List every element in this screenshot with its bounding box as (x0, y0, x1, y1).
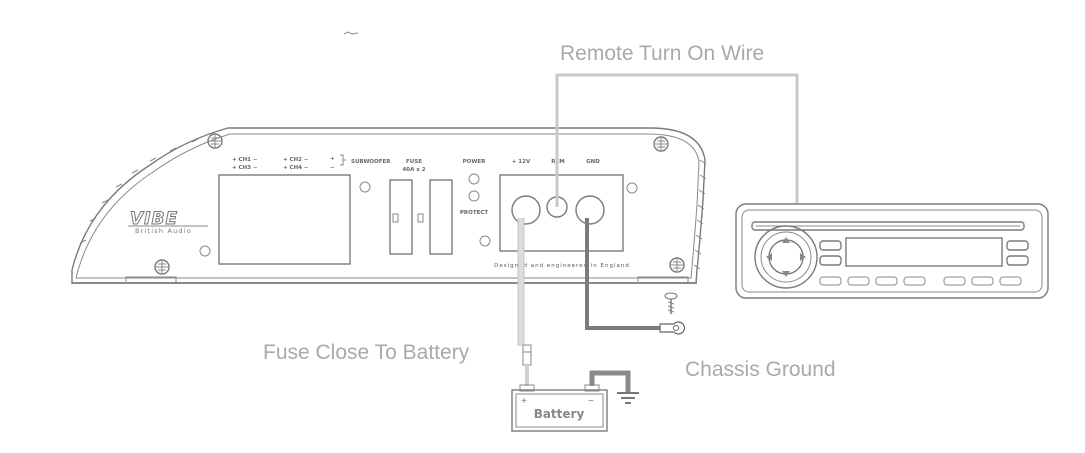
amplifier: VIBE British Audio + CH1 − + CH3 − + CH2… (71, 127, 707, 284)
foot-right (637, 276, 689, 283)
knob-arrows-icon (766, 237, 806, 277)
power-wire (517, 218, 532, 386)
cd-slot (751, 221, 1025, 231)
head-unit-faceplate (741, 209, 1043, 293)
display-window (845, 237, 1003, 267)
button-left-bottom (819, 255, 842, 266)
label-sub-plus: + (330, 156, 335, 162)
ground-screw-icon (664, 292, 678, 314)
power-terminal-block (499, 174, 624, 252)
terminal-gnd (575, 195, 605, 225)
button-left-top (819, 240, 842, 251)
brand-subtitle: British Audio (135, 227, 192, 235)
label-designed: Designed and engineered in England (494, 263, 630, 269)
battery: + − Battery (511, 370, 639, 432)
head-unit (735, 203, 1049, 299)
label-sub-minus: − (330, 165, 335, 171)
fuse-slot-2 (429, 179, 453, 255)
label-fuse-rating: 40A x 2 (402, 167, 425, 173)
earth-ground-icon (617, 392, 639, 404)
ring-terminal-icon (659, 321, 685, 335)
label-gnd: GND (586, 159, 600, 165)
protect-led (468, 190, 480, 202)
screw-icon (669, 257, 685, 273)
battery-inner (515, 393, 604, 428)
label-fuse: FUSE (406, 159, 422, 165)
volume-knob-ring (760, 231, 812, 283)
mount-hole (359, 181, 371, 193)
label-ch3: + CH3 − (232, 165, 258, 171)
stray-mark (343, 31, 359, 35)
screw-icon (207, 133, 223, 149)
sub-bracket (340, 154, 346, 166)
ground-wire (585, 218, 685, 335)
button-right-bottom (1006, 255, 1029, 266)
preset-button (875, 276, 898, 286)
label-power: POWER (463, 159, 487, 165)
foot-left (125, 276, 177, 283)
battery-minus-sign: − (588, 396, 594, 407)
fuse-clip (392, 213, 399, 223)
fuse-slot-1 (389, 179, 413, 255)
fuse-clip (417, 213, 424, 223)
preset-button (903, 276, 926, 286)
heatsink-fins-right (693, 159, 707, 270)
head-unit-body (735, 203, 1049, 299)
label-ch1: + CH1 − (232, 157, 258, 163)
label-subwoofer: SUBWOOFER (351, 159, 391, 165)
heatsink-fins-left (79, 138, 199, 244)
preset-button (847, 276, 870, 286)
label-fuse-close: Fuse Close To Battery (263, 341, 470, 364)
preset-button (943, 276, 966, 286)
battery-ground-strap (589, 370, 631, 392)
amplifier-inner-edge (75, 133, 700, 279)
preset-button (999, 276, 1022, 286)
battery-outer (511, 389, 608, 432)
label-chassis-ground: Chassis Ground (685, 358, 836, 381)
battery-plus-sign: + (521, 396, 527, 407)
label-remote-turn-on: Remote Turn On Wire (560, 42, 764, 65)
label-protect: PROTECT (460, 210, 488, 216)
mount-hole (626, 182, 638, 194)
label-ch2: + CH2 − (283, 157, 309, 163)
battery-label: Battery (534, 407, 585, 421)
amplifier-body (71, 127, 706, 284)
label-ch4: + CH4 − (283, 165, 309, 171)
screw-icon (653, 136, 669, 152)
speaker-terminal-block (218, 174, 351, 265)
volume-knob-center (768, 239, 804, 275)
mount-hole (199, 245, 211, 257)
label-12v: + 12V (512, 159, 531, 165)
volume-knob-outer (754, 225, 818, 289)
screw-icon (154, 259, 170, 275)
preset-button (971, 276, 994, 286)
battery-terminal-plus (519, 384, 535, 392)
button-right-top (1006, 240, 1029, 251)
preset-button (819, 276, 842, 286)
brand-logo: VIBE (130, 209, 178, 229)
inline-fuse-icon (522, 344, 532, 366)
mount-hole (479, 235, 491, 247)
terminal-12v (511, 195, 541, 225)
power-led (468, 173, 480, 185)
remote-wire (555, 73, 799, 207)
